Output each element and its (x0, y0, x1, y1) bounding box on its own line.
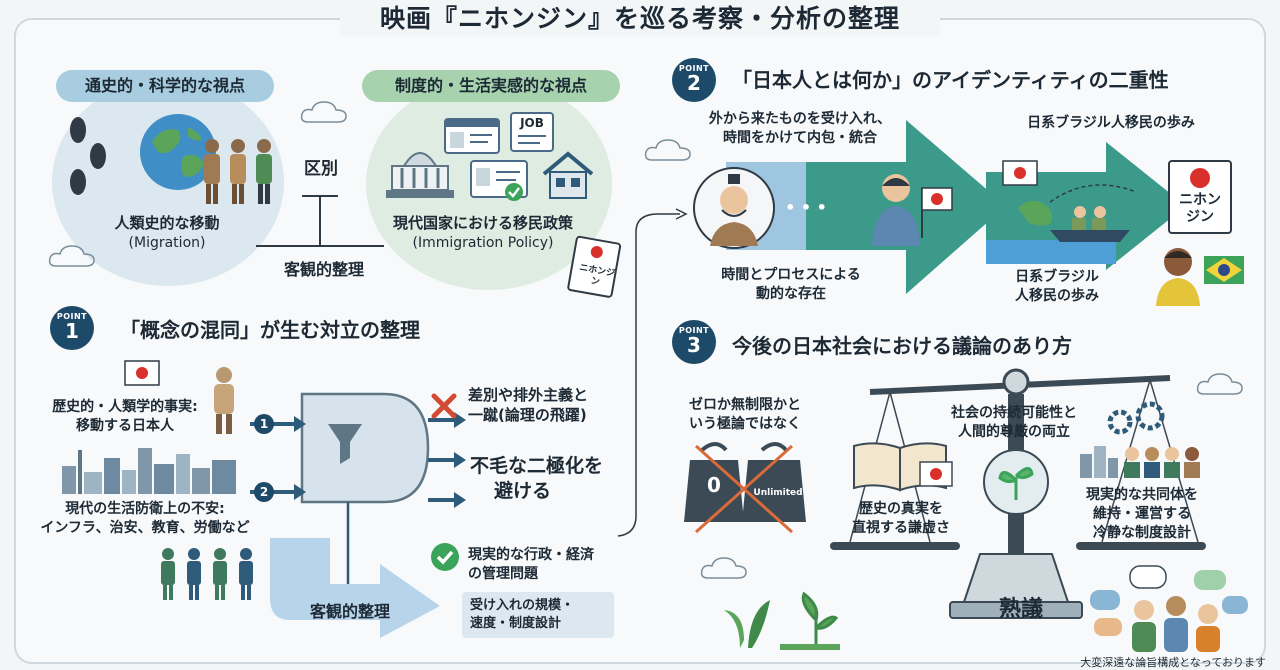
output-arrows (428, 412, 466, 508)
cloud-icon (300, 101, 347, 123)
community-gears-icon (1080, 401, 1200, 478)
residents-group-icon (161, 548, 253, 600)
migration-label: 人類史的な移動 (114, 214, 220, 232)
institutional-design-line3: 冷静な制度設計 (1093, 525, 1191, 541)
nihonjin-booklet-icon (567, 235, 622, 298)
job-document-label: JOB (520, 116, 544, 130)
footer-note: 大変深遠な論旨構成となっております (1080, 656, 1266, 669)
nihonjin-badge (1168, 160, 1232, 234)
government-building-icon (386, 152, 454, 198)
transition-dots: • • • (785, 198, 827, 217)
cloud-icon (644, 139, 691, 161)
japan-flag-icon (124, 360, 160, 386)
page-title: 映画『ニホンジン』を巡る考察・分析の整理 (340, 2, 940, 36)
check-icon (431, 543, 459, 571)
immigration-policy-label: 現代国家における移民政策 (392, 214, 573, 232)
output-3-line2: の管理問題 (468, 566, 538, 582)
input-1-line1: 歴史的・人類学的事実: (52, 399, 198, 415)
integration-line2: 時間をかけて内包・統合 (723, 130, 877, 146)
footprints-icon (70, 117, 106, 195)
dynamic-existence-line1: 時間とプロセスによる (721, 267, 861, 283)
output-2-line2: 避ける (494, 480, 552, 502)
balance-scale (830, 368, 1206, 619)
immigration-policy-english: (Immigration Policy) (412, 235, 554, 251)
balance-goal-line2: 人間的尊厳の両立 (958, 424, 1070, 440)
institutional-design-line2: 維持・運営する (1093, 506, 1191, 522)
brazilian-person-icon (1156, 248, 1244, 306)
input-2-line1: 現代の生活防衛上の不安: (65, 501, 225, 517)
cloud-icon (1196, 373, 1243, 395)
id-card-icon (444, 118, 500, 154)
migration-english: (Migration) (128, 235, 206, 251)
plants-icon (724, 591, 840, 650)
city-skyline-icon (62, 448, 236, 494)
residence-card-icon (470, 160, 528, 201)
brazilian-migration-title: 日系ブラジル人移民の歩み (1027, 115, 1195, 131)
management-details-line1: 受け入れの規模・ (470, 598, 575, 613)
brazilian-migration-line1: 日系ブラジル (1015, 269, 1099, 285)
extreme-view-line1: ゼロか無制限かと (689, 397, 801, 413)
nihonjin-badge-line1: ニホン (1179, 192, 1221, 208)
input-2-marker: 2 (254, 482, 274, 502)
management-details-line2: 速度・制度設計 (470, 616, 562, 631)
flow-connector (617, 208, 688, 537)
deliberation-label: 熟議 (998, 597, 1043, 622)
cloud-icon (48, 245, 95, 267)
humility-line1: 歴史の真実を (859, 501, 943, 517)
globe-icon (140, 114, 216, 190)
japan-flag-icon (1002, 160, 1038, 186)
early-human-icon (214, 367, 234, 434)
input-2-line2: インフラ、治安、教育、労働など (40, 520, 250, 536)
point-1-heading: 「概念の混同」が生む対立の整理 (120, 318, 420, 342)
humility-line2: 直視する謙虚さ (852, 520, 950, 536)
integration-line1: 外から来たものを受け入れ、 (708, 111, 892, 127)
samurai-portrait-icon (693, 167, 775, 249)
output-3-line1: 現実的な行政・経済 (468, 547, 594, 563)
point-3-heading: 今後の日本社会における議論のあり方 (732, 334, 1072, 358)
distinction-label: 区別 (304, 159, 338, 179)
institutional-design-line1: 現実的な共同体を (1086, 487, 1198, 503)
person-with-flag-icon (872, 174, 953, 246)
open-book-icon (853, 442, 953, 492)
management-details-box (462, 592, 614, 638)
early-humans-icon (204, 139, 272, 204)
objective-organization-arrow-label: 客観的整理 (309, 602, 390, 621)
perspective-institutional-pill: 制度的・生活実感的な視点 (362, 70, 620, 102)
distinction-connector (256, 195, 384, 247)
weight-unlimited: Unlimited (753, 488, 803, 498)
weight-zero: 0 (707, 473, 721, 497)
output-1-line1: 差別や排外主義と (468, 386, 589, 404)
discussion-bubbles-icon (1090, 565, 1248, 652)
input-1-marker: 1 (254, 414, 274, 434)
output-2-line1: 不毛な二極化を (470, 455, 604, 477)
dynamic-existence-line2: 動的な存在 (756, 286, 826, 302)
balance-goal-line1: 社会の持続可能性と (951, 405, 1077, 421)
cross-icon (431, 393, 457, 419)
job-document-icon (510, 112, 554, 152)
weights-icon (684, 442, 806, 534)
migration-boat-icon (1018, 184, 1137, 242)
perspective-historical-pill: 通史的・科学的な視点 (56, 70, 274, 102)
objective-organization-label: 客観的整理 (283, 260, 364, 279)
brazilian-migration-line2: 人移民の歩み (1015, 288, 1099, 304)
nihonjin-badge-line2: ジン (1186, 209, 1214, 225)
point-2-heading: 「日本人とは何か」のアイデンティティの二重性 (732, 68, 1169, 92)
output-1-line2: 一蹴(論理の飛躍) (468, 406, 587, 424)
cloud-icon (700, 557, 747, 579)
concept-filter-machine (250, 392, 440, 638)
extreme-view-line2: いう極論ではなく (689, 416, 801, 432)
house-icon (542, 151, 594, 199)
input-1-line2: 移動する日本人 (76, 418, 174, 434)
